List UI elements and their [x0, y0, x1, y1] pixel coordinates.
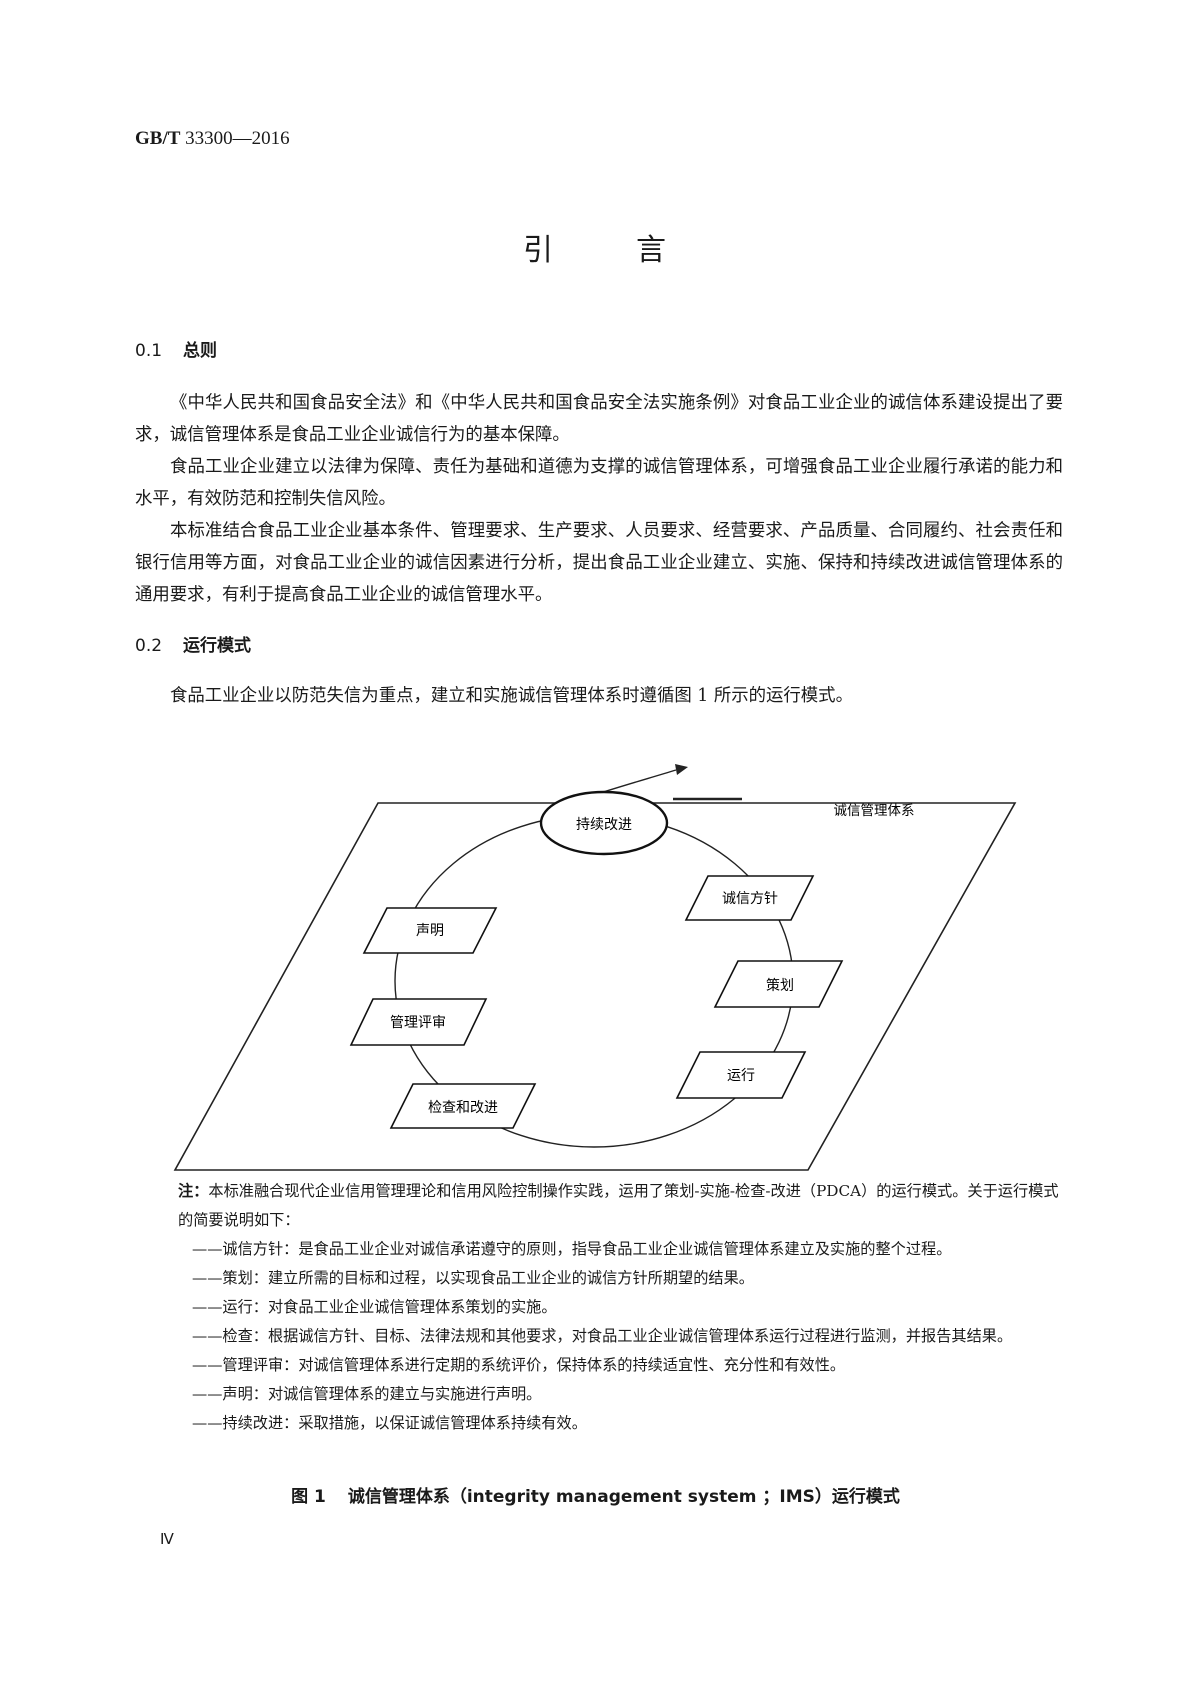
note-item-operation: ——运行：对食品工业企业诚信管理体系策划的实施。: [192, 1298, 557, 1316]
note-item-improvement: ——持续改进：采取措施，以保证诚信管理体系持续有效。: [192, 1414, 587, 1432]
node-declaration: 声明: [362, 907, 498, 954]
arrow-head-icon: [675, 764, 688, 775]
page-number: Ⅳ: [160, 1532, 174, 1548]
note-intro-text: 本标准融合现代企业信用管理理论和信用风险控制操作实践，运用了策划-实施-检查-改…: [178, 1182, 1059, 1229]
figure-caption-text: 诚信管理体系（integrity management system ；IMS）…: [347, 1487, 900, 1507]
figure-note: 注：本标准融合现代企业信用管理理论和信用风险控制操作实践，运用了策划-实施-检查…: [178, 1177, 1066, 1438]
note-item-planning: ——策划：建立所需的目标和过程，以实现食品工业企业的诚信方针所期望的结果。: [192, 1269, 754, 1287]
figure-label: 图 1: [291, 1487, 326, 1507]
node-policy: 诚信方针: [684, 875, 815, 921]
system-label: 诚信管理体系: [834, 803, 915, 819]
page-title: 引 言: [0, 225, 1191, 269]
note-item-declaration: ——声明：对诚信管理体系的建立与实施进行声明。: [192, 1385, 542, 1403]
svg-text:策划: 策划: [766, 977, 794, 994]
note-item-policy: ——诚信方针：是食品工业企业对诚信承诺遵守的原则，指导食品工业企业诚信管理体系建…: [192, 1240, 952, 1258]
section-heading-general: 0.1 总则: [135, 336, 217, 361]
svg-text:检查和改进: 检查和改进: [428, 1100, 498, 1116]
note-intro: 注：本标准融合现代企业信用管理理论和信用风险控制操作实践，运用了策划-实施-检查…: [178, 1177, 1066, 1235]
node-planning: 策划: [713, 960, 844, 1008]
node-check-improve: 检查和改进: [389, 1083, 537, 1129]
svg-text:声明: 声明: [416, 923, 444, 939]
paragraph-4: 食品工业企业以防范失信为重点，建立和实施诚信管理体系时遵循图 1 所示的运行模式…: [170, 686, 853, 706]
title-char-1: 引: [522, 233, 555, 268]
figure-caption: 图 1 诚信管理体系（integrity management system ；I…: [0, 1482, 1191, 1507]
paragraph-1: 《中华人民共和国食品安全法》和《中华人民共和国食品安全法实施条例》对食品工业企业…: [135, 393, 1063, 445]
section-title: 总则: [183, 341, 217, 361]
system-plane: [173, 802, 1017, 1171]
note-item-check: ——检查：根据诚信方针、目标、法律法规和其他要求，对食品工业企业诚信管理体系运行…: [192, 1327, 1013, 1345]
section-number: 0.2: [135, 636, 163, 656]
node-continuous-improvement: 持续改进: [576, 816, 632, 833]
note-item-review: ——管理评审：对诚信管理体系进行定期的系统评价，保持体系的持续适宜性、充分性和有…: [192, 1356, 846, 1374]
section-heading-operation-mode: 0.2 运行模式: [135, 631, 251, 656]
paragraph-2: 食品工业企业建立以法律为保障、责任为基础和道德为支撑的诚信管理体系，可增强食品工…: [135, 457, 1063, 509]
standard-prefix: GB/T: [135, 128, 181, 149]
section-title: 运行模式: [183, 636, 251, 656]
svg-text:管理评审: 管理评审: [390, 1015, 446, 1031]
svg-text:诚信方针: 诚信方针: [722, 891, 778, 907]
paragraph-3: 本标准结合食品工业企业基本条件、管理要求、生产要求、人员要求、经营要求、产品质量…: [135, 521, 1063, 605]
node-operation: 运行: [675, 1051, 807, 1099]
section-number: 0.1: [135, 341, 163, 361]
title-char-2: 言: [636, 233, 669, 268]
node-management-review: 管理评审: [349, 998, 488, 1046]
svg-text:运行: 运行: [727, 1068, 755, 1084]
standard-number: 33300—2016: [185, 128, 290, 149]
note-label: 注：: [178, 1182, 209, 1200]
standard-id: GB/T 33300—2016: [135, 128, 290, 150]
node-continuous-improvement-shape: [539, 790, 669, 856]
